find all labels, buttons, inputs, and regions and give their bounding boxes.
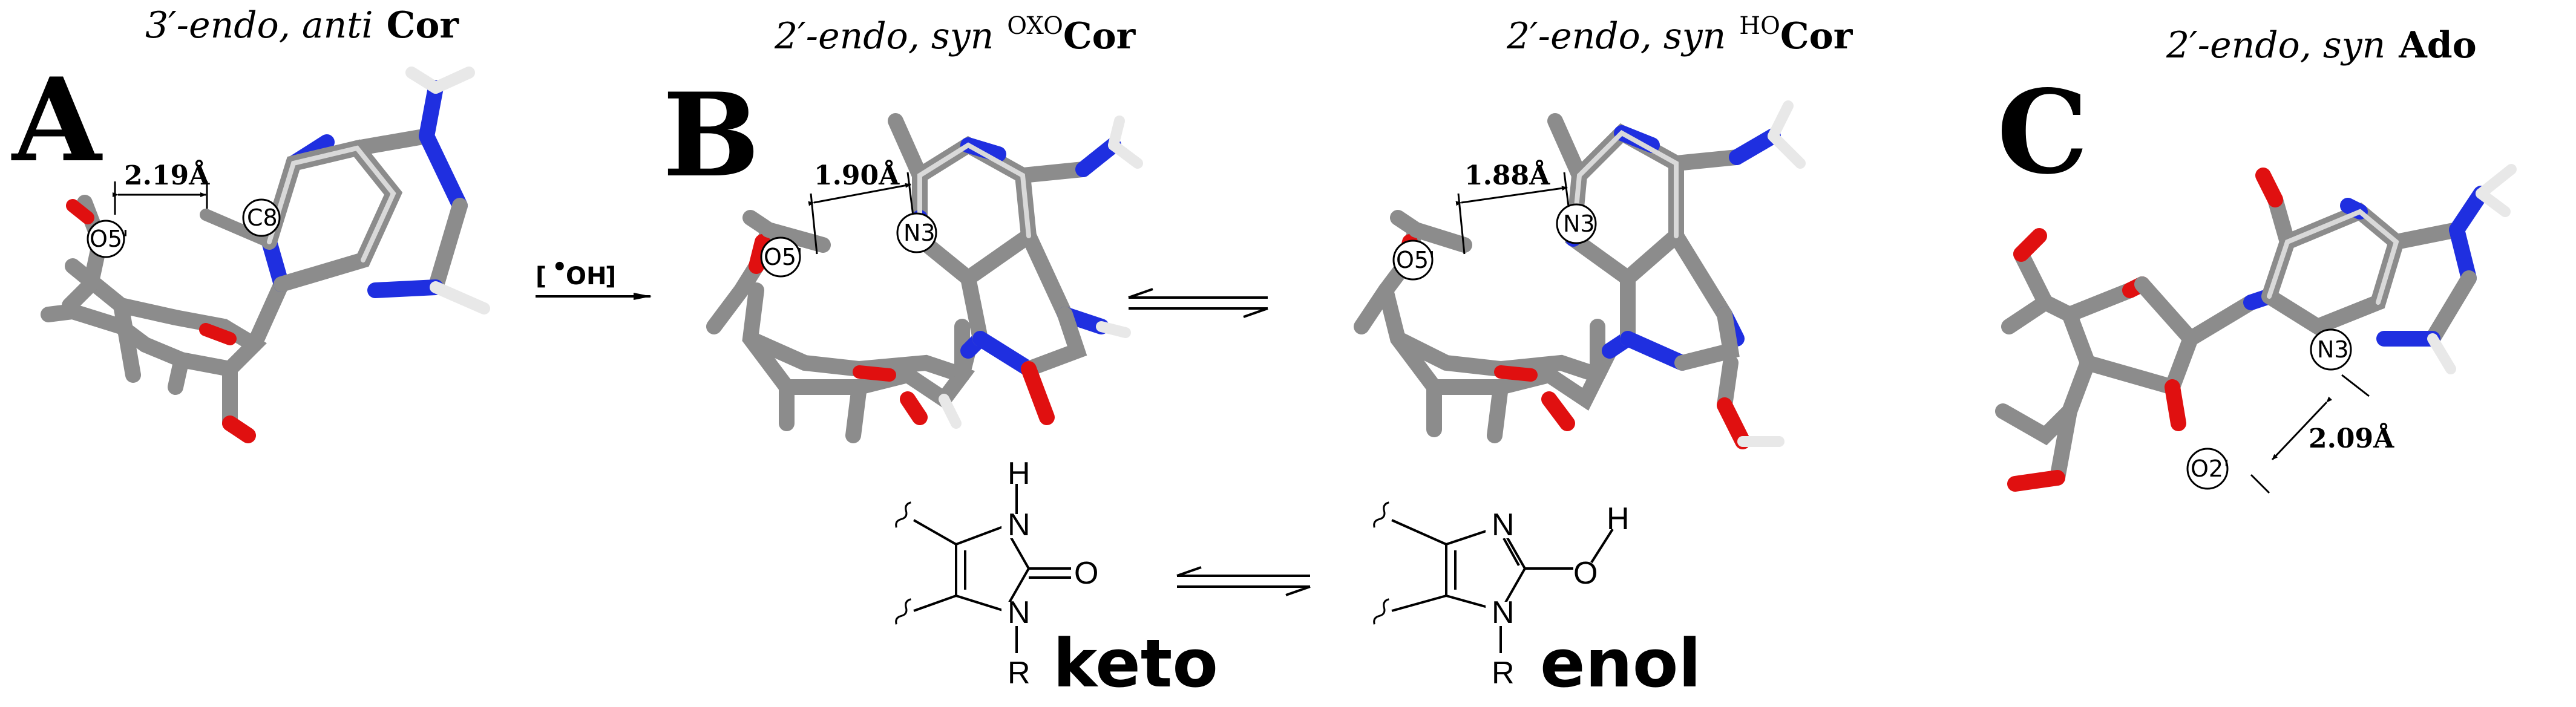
- distance-label-b-ho: 1.88Å: [1464, 159, 1550, 191]
- distance-marker-c: [2271, 396, 2333, 461]
- radical-reaction: [ • OH ]: [536, 253, 652, 300]
- atom-circle-c-n3: [2310, 328, 2352, 371]
- distance-label-a: 2.19Å: [124, 159, 210, 191]
- molecule-a-model: [41, 67, 490, 443]
- keto-atom-h: H: [1008, 456, 1031, 491]
- enol-atom-o: O: [1573, 556, 1598, 591]
- enol-structure: N O H N R: [1373, 501, 1630, 691]
- atom-label-b-oxo-o5: O5': [764, 244, 803, 270]
- atom-label-c-n3: N3: [2317, 336, 2349, 363]
- reaction-species: OH: [566, 262, 606, 290]
- equilibrium-arrows-lower: [1176, 566, 1311, 596]
- reaction-close-bracket: ]: [605, 262, 616, 290]
- panel-letter-c: C: [1997, 65, 2088, 200]
- distance-label-b-oxo: 1.90Å: [814, 159, 900, 191]
- enol-atom-h: H: [1607, 501, 1630, 536]
- enol-atom-n-top: N: [1492, 507, 1515, 542]
- keto-atom-o: O: [1074, 556, 1098, 591]
- atom-label-c-o2: O2': [2191, 455, 2230, 482]
- enol-atom-r: R: [1492, 656, 1515, 691]
- atom-circle-b-oxo-n3: [896, 212, 937, 253]
- atom-label-b-ho-n3: N3: [1563, 210, 1595, 237]
- enol-atom-n-bottom: N: [1492, 595, 1515, 630]
- panel-letter-a: A: [11, 53, 103, 187]
- molecule-b-ho-model: [1354, 100, 1806, 449]
- radical-dot: •: [552, 253, 568, 281]
- panel-letter-b: B: [663, 68, 760, 203]
- equilibrium-arrows-upper: [1128, 288, 1268, 318]
- molecule-b-oxo-model: [706, 113, 1143, 443]
- atom-label-b-oxo-n3: N3: [903, 220, 936, 246]
- enol-label: enol: [1540, 625, 1701, 702]
- distance-label-c: 2.09Å: [2309, 422, 2394, 454]
- atom-circle-c-o2: [2186, 448, 2229, 490]
- keto-atom-r: R: [1008, 656, 1031, 691]
- distance-marker-b-oxo: [808, 183, 911, 206]
- atom-circle-b-ho-n3: [1556, 203, 1597, 244]
- atom-circle-b-ho-o5: [1392, 239, 1434, 281]
- atom-label-a-c8: C8: [247, 204, 278, 231]
- atom-label-a-o5: O5': [90, 226, 129, 252]
- keto-atom-n-top: N: [1008, 507, 1031, 542]
- atom-circle-a-c8: [242, 198, 281, 237]
- keto-structure: H N O N R: [895, 456, 1098, 691]
- keto-atom-n-bottom: N: [1008, 595, 1031, 630]
- keto-label: keto: [1053, 625, 1218, 702]
- molecule-c-model: [1995, 164, 2517, 492]
- atom-label-b-ho-o5: O5': [1396, 247, 1435, 273]
- atom-circle-b-oxo-o5: [760, 236, 801, 278]
- distance-marker-b-ho: [1455, 186, 1568, 206]
- reaction-open-bracket: [: [536, 262, 546, 290]
- atom-circle-a-o5: [87, 220, 125, 258]
